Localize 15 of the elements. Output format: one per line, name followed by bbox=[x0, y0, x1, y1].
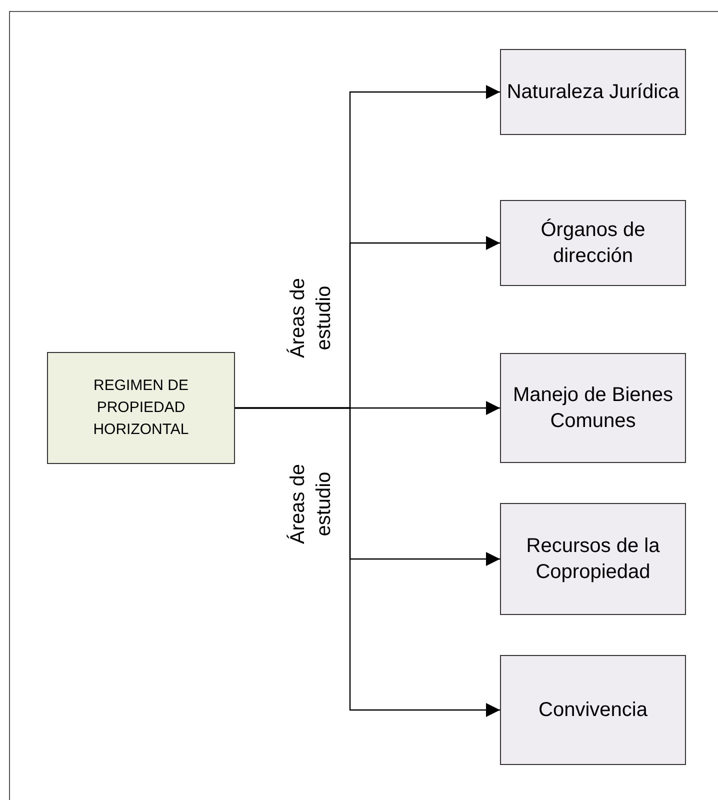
process-box bbox=[500, 200, 686, 286]
box-label: REGIMEN DE PROPIEDAD HORIZONTAL bbox=[92, 376, 190, 440]
process-box bbox=[500, 655, 686, 765]
box-label: Órganos de dirección bbox=[540, 218, 646, 269]
connector-arrow bbox=[235, 407, 500, 717]
box-label: Recursos de la Copropiedad bbox=[525, 534, 661, 585]
rotated-label: Áreas de estudio bbox=[286, 276, 336, 360]
process-box bbox=[47, 352, 235, 464]
rotated-label: Áreas de estudio bbox=[286, 462, 336, 546]
box-label: Convivencia bbox=[538, 698, 648, 723]
box-label: Naturaleza Jurídica bbox=[506, 80, 680, 105]
box-label: Manejo de Bienes Comunes bbox=[512, 383, 674, 434]
process-box bbox=[500, 353, 686, 463]
process-box bbox=[500, 503, 686, 615]
process-box bbox=[500, 49, 686, 135]
